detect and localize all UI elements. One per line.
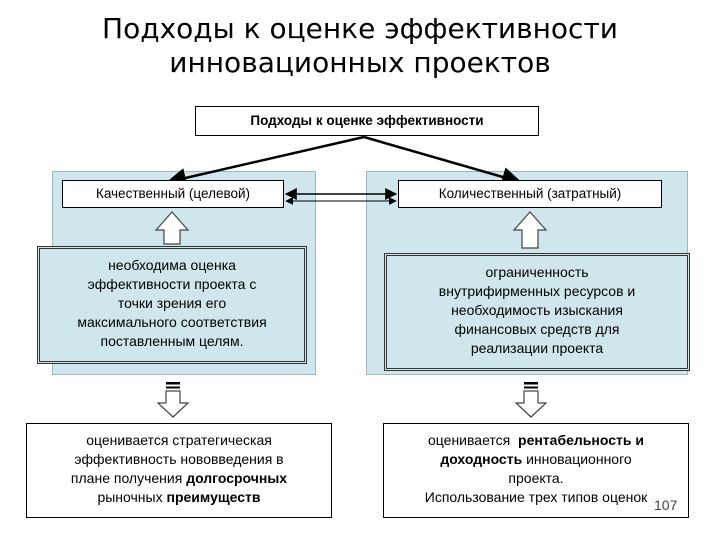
desc-line: ограниченность bbox=[485, 264, 589, 280]
highlight-advantages: преимуществ bbox=[166, 489, 261, 505]
desc-line: необходимость изыскания bbox=[451, 302, 623, 318]
approaches-box: Подходы к оценке эффективности bbox=[195, 106, 539, 136]
quantitative-heading: Количественный (затратный) bbox=[398, 180, 662, 208]
result-line: доходность инновационного bbox=[440, 451, 632, 467]
desc-line: максимального соответствия bbox=[77, 314, 267, 330]
title-line-2: инновационных проектов bbox=[169, 46, 551, 79]
result-line: рыночных преимуществ bbox=[97, 489, 261, 505]
highlight-long-term: долгосрочных bbox=[186, 470, 288, 486]
page-number: 107 bbox=[654, 497, 678, 513]
quantitative-result: оценивается рентабельность и доходность … bbox=[383, 423, 689, 518]
slide-title: Подходы к оценке эффективности инновацио… bbox=[0, 12, 720, 80]
down-arrow-left bbox=[156, 382, 190, 418]
desc-line: точки зрения его bbox=[117, 295, 227, 311]
desc-line: необходима оценка bbox=[108, 257, 236, 273]
desc-line: внутрифирменных ресурсов и bbox=[438, 283, 636, 299]
qualitative-result: оценивается стратегическая эффективность… bbox=[26, 423, 332, 518]
desc-line: финансовых средств для bbox=[454, 321, 620, 337]
desc-line: поставленным целям. bbox=[100, 333, 244, 349]
desc-line: реализации проекта bbox=[470, 340, 604, 356]
result-line: плане получения долгосрочных bbox=[70, 470, 288, 486]
highlight-profitability: рентабельность и bbox=[518, 432, 644, 448]
result-line: проекта. bbox=[508, 470, 564, 486]
result-line: оценивается рентабельность и bbox=[428, 432, 644, 448]
quantitative-description: ограниченность внутрифирменных ресурсов … bbox=[384, 253, 690, 371]
desc-line: эффективности проекта с bbox=[87, 276, 257, 292]
result-line: эффективность нововведения в bbox=[74, 451, 284, 467]
result-line: Использование трех типов оценок bbox=[424, 489, 648, 505]
title-line-1: Подходы к оценке эффективности bbox=[102, 12, 618, 45]
result-line: оценивается стратегическая bbox=[86, 432, 272, 448]
highlight-income: доходность bbox=[440, 451, 523, 467]
down-arrow-right bbox=[514, 382, 548, 418]
qualitative-heading: Качественный (целевой) bbox=[62, 180, 284, 208]
qualitative-description: необходима оценка эффективности проекта … bbox=[37, 246, 307, 364]
